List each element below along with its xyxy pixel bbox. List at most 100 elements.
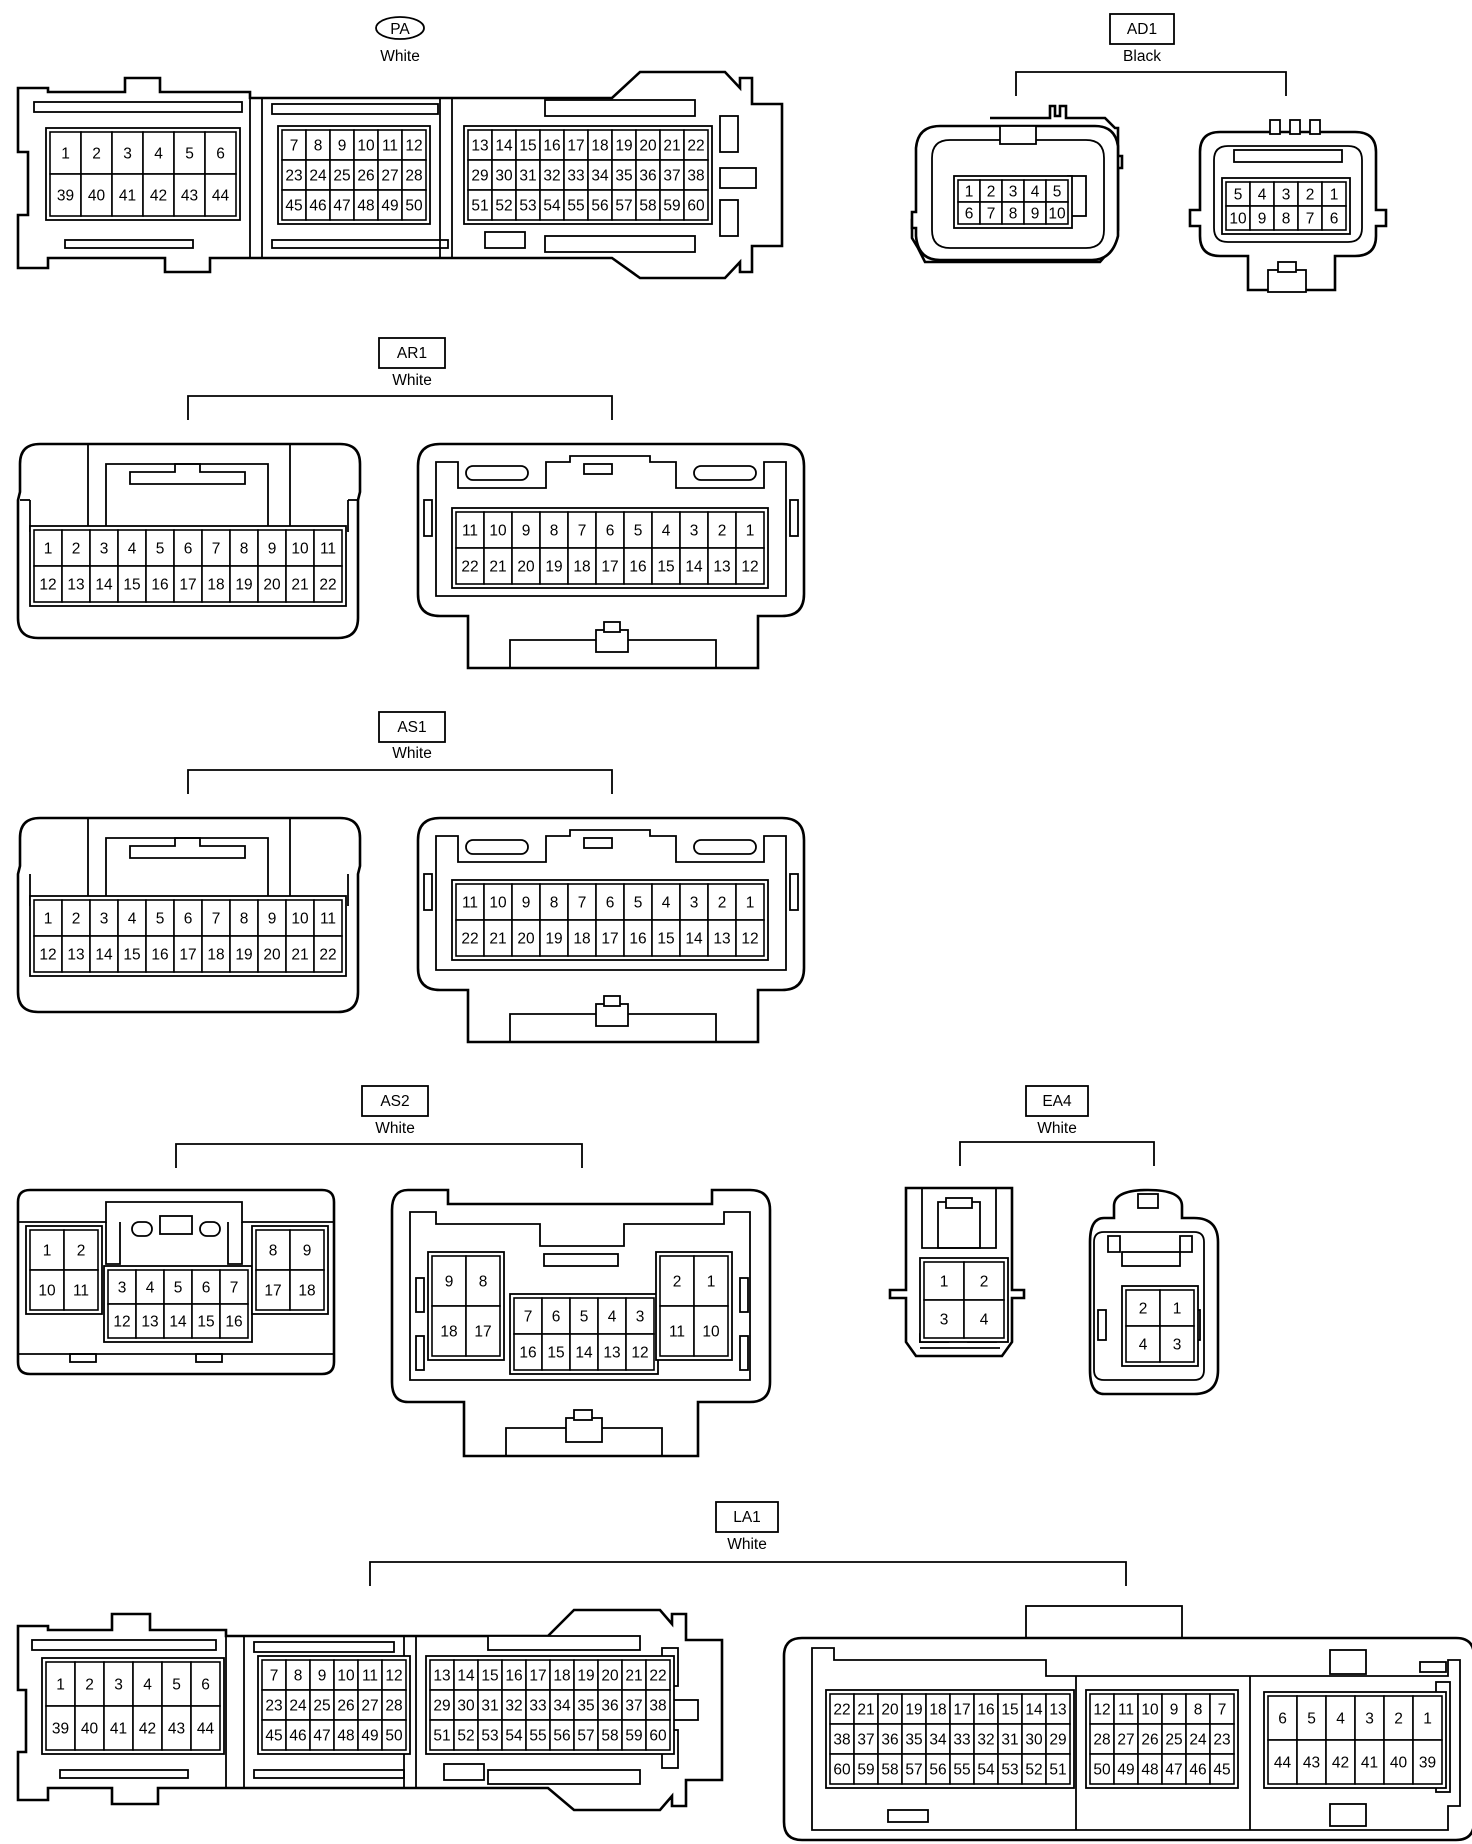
pin-number: 11	[73, 1283, 89, 1300]
pin-number: 8	[269, 1243, 278, 1260]
connector-ar1-color: White	[392, 372, 432, 389]
pin-cell	[923, 1299, 965, 1339]
pin-number: 47	[1165, 1762, 1182, 1779]
pin-cell	[1412, 1695, 1443, 1741]
pin-number: 13	[1049, 1702, 1066, 1719]
pin-number: 44	[212, 188, 230, 205]
pin-cell	[515, 129, 541, 161]
pin-number: 54	[543, 198, 561, 215]
pin-number: 8	[1282, 211, 1291, 228]
pin-number: 59	[625, 1728, 642, 1745]
connector-la1-label-box	[715, 1501, 779, 1533]
pin-cell	[683, 189, 709, 221]
pin-cell	[901, 1753, 927, 1785]
pin-number: 23	[285, 168, 302, 185]
pin-cell	[381, 1659, 407, 1691]
connector-ad1-label-box	[1109, 13, 1175, 45]
pin-cell	[515, 159, 541, 191]
pin-number: 40	[81, 1721, 99, 1738]
pin-number: 11	[669, 1324, 685, 1341]
pin-number: 9	[1170, 1702, 1179, 1719]
pin-number: 56	[929, 1762, 946, 1779]
pin-cell	[645, 1659, 671, 1691]
pin-number: 5	[634, 523, 643, 540]
pin-cell	[353, 189, 379, 221]
pin-number: 48	[1141, 1762, 1158, 1779]
pin-number: 28	[405, 168, 422, 185]
pin-cell	[45, 1705, 76, 1751]
pin-cell	[190, 1705, 221, 1751]
pin-number: 18	[207, 577, 224, 594]
pin-number: 50	[405, 198, 423, 215]
pin-cell	[707, 919, 737, 957]
pin-cell	[683, 129, 709, 161]
pin-cell	[1159, 1289, 1195, 1327]
pin-number: 56	[553, 1728, 570, 1745]
pin-cell	[645, 1719, 671, 1751]
connector-as2-color: White	[375, 1120, 415, 1137]
pin-number: 32	[505, 1698, 522, 1715]
pin-cell	[229, 565, 259, 603]
pin-number: 5	[156, 911, 165, 928]
pin-number: 19	[905, 1702, 922, 1719]
pin-number: 7	[578, 895, 587, 912]
pin-number: 2	[718, 523, 727, 540]
pin-number: 1	[1173, 1301, 1182, 1318]
pin-cell	[1354, 1695, 1385, 1741]
pin-number: 2	[1139, 1301, 1148, 1318]
pin-cell	[659, 189, 685, 221]
pin-number: 57	[615, 198, 632, 215]
pin-number: 4	[1139, 1337, 1148, 1354]
pin-cell	[877, 1753, 903, 1785]
pin-cell	[477, 1719, 503, 1751]
pin-number: 16	[629, 559, 646, 576]
pin-cell	[707, 547, 737, 585]
view-pair-bracket	[187, 395, 613, 420]
pin-cell	[1354, 1739, 1385, 1785]
pin-cell	[491, 189, 517, 221]
pin-cell	[455, 883, 485, 921]
pin-number: 5	[172, 1677, 181, 1694]
pin-number: 8	[240, 541, 249, 558]
pin-number: 6	[201, 1677, 210, 1694]
pin-cell	[117, 935, 147, 973]
pin-number: 11	[320, 541, 336, 558]
pin-number: 1	[56, 1677, 65, 1694]
pin-cell	[1045, 1693, 1071, 1725]
pin-cell	[135, 1269, 165, 1305]
pin-number: 2	[85, 1677, 94, 1694]
connector-as2-label-box	[361, 1085, 429, 1117]
pin-cell	[623, 883, 653, 921]
pin-cell	[1161, 1693, 1187, 1725]
pin-number: 2	[980, 1274, 989, 1291]
pin-cell	[997, 1753, 1023, 1785]
pin-number: 14	[169, 1314, 187, 1331]
pin-cell	[1209, 1753, 1235, 1785]
pin-number: 4	[1336, 1711, 1345, 1728]
pin-cell	[357, 1659, 383, 1691]
pin-number: 39	[52, 1721, 69, 1738]
pin-number: 18	[298, 1283, 315, 1300]
pin-number: 5	[1307, 1711, 1316, 1728]
pin-number: 15	[657, 559, 674, 576]
pin-number: 8	[240, 911, 249, 928]
pin-number: 21	[857, 1702, 874, 1719]
pin-cell	[1045, 201, 1069, 225]
pin-number: 52	[495, 198, 512, 215]
pin-cell	[635, 159, 661, 191]
pin-number: 38	[833, 1732, 850, 1749]
pin-number: 24	[289, 1698, 307, 1715]
pin-cell	[539, 919, 569, 957]
connector-ad1-color: Black	[1123, 48, 1161, 65]
pin-cell	[735, 919, 765, 957]
